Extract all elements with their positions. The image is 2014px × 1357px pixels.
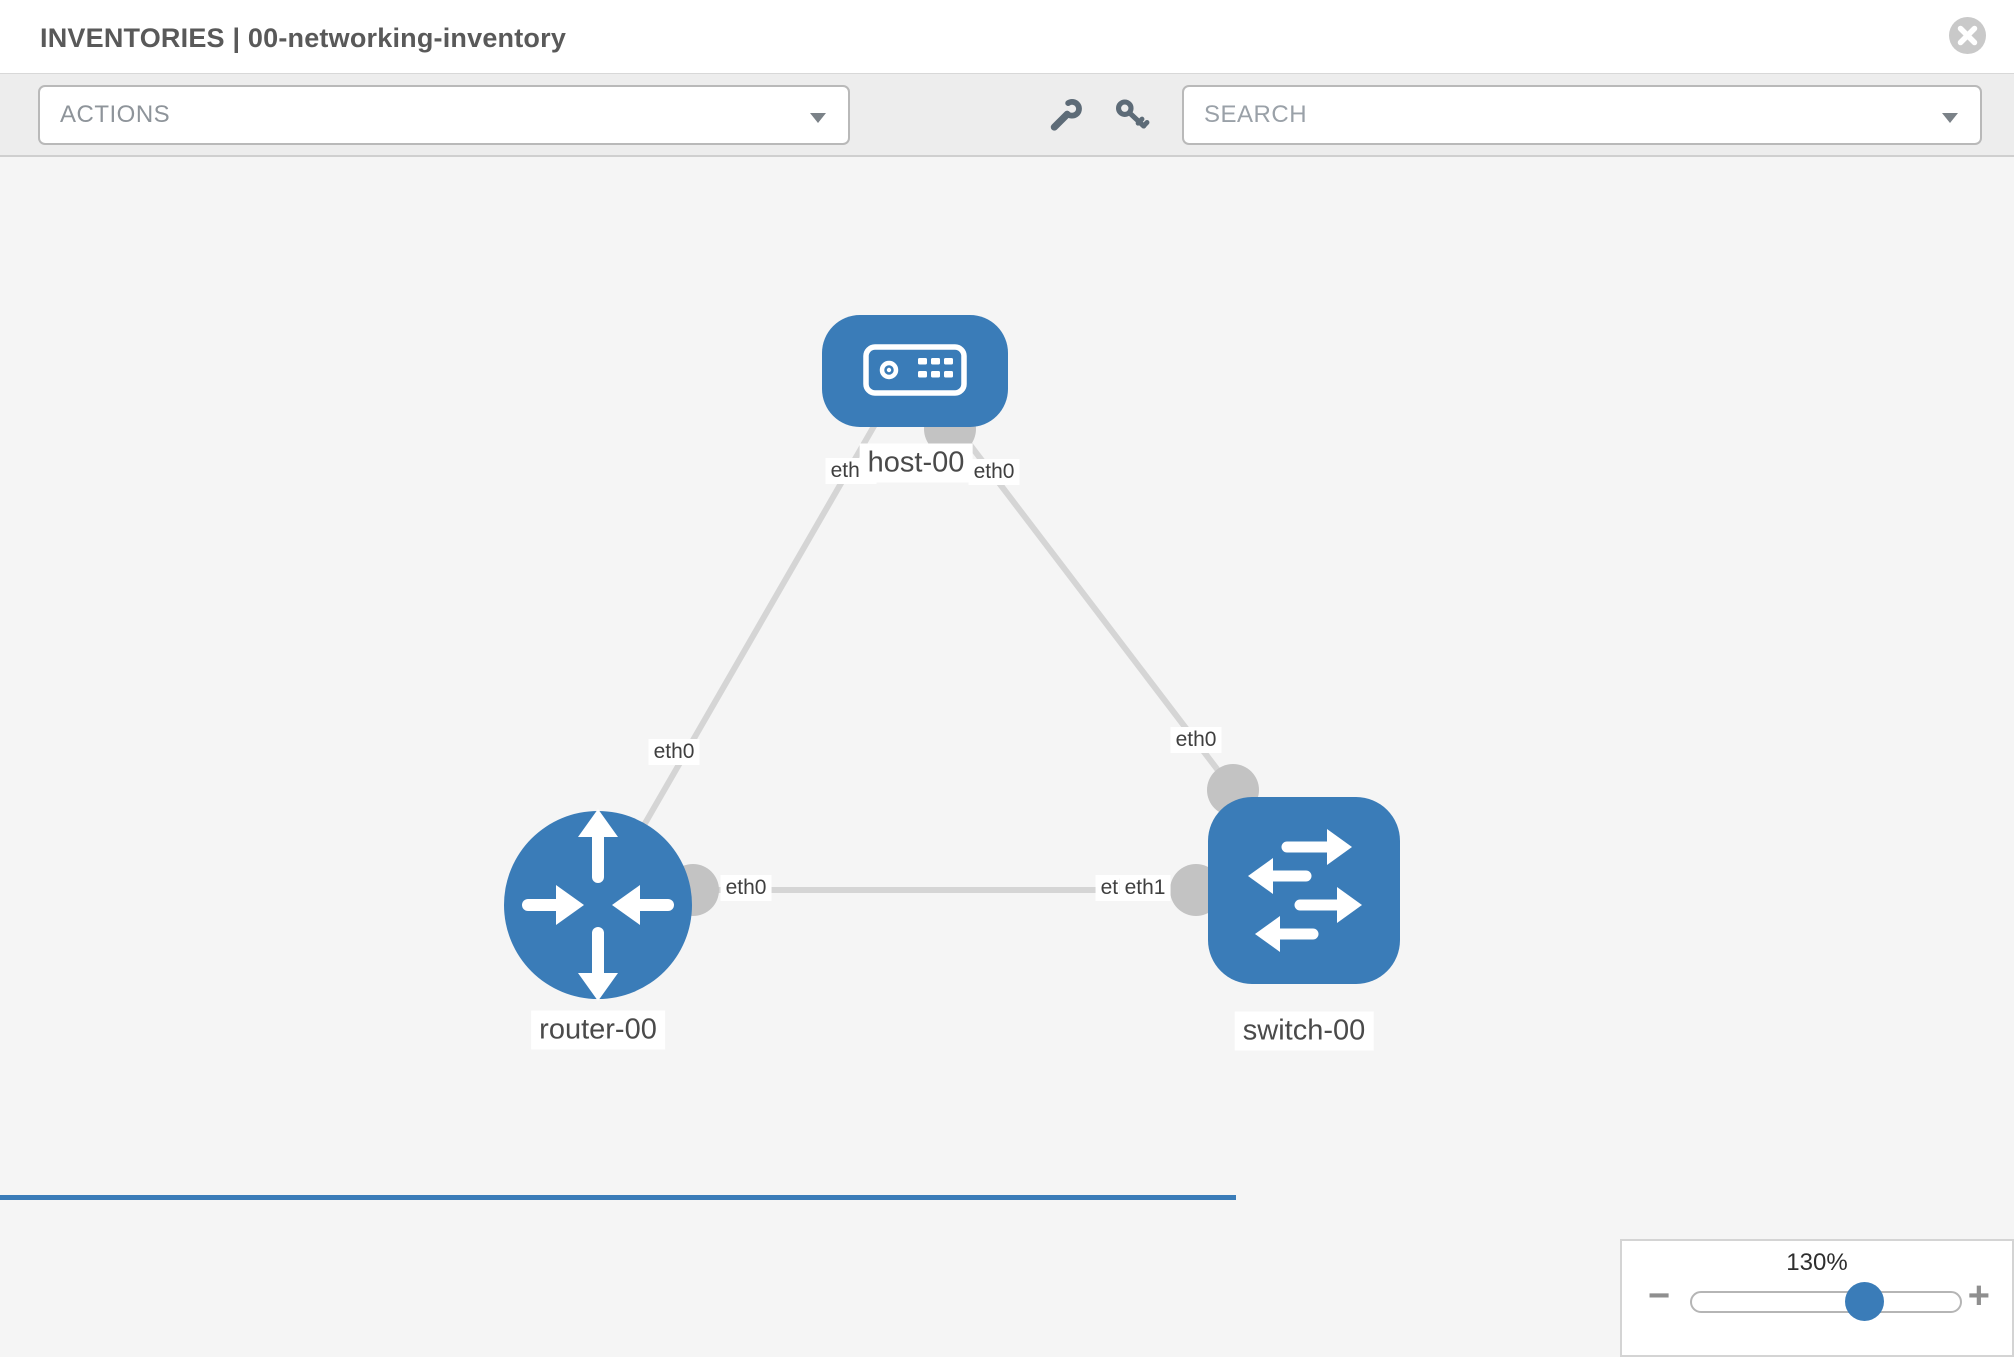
- actions-dropdown-label: ACTIONS: [60, 101, 171, 128]
- host-icon: [863, 344, 967, 396]
- node-router[interactable]: [504, 809, 692, 1001]
- link-host-router[interactable]: [595, 405, 888, 907]
- wrench-button[interactable]: [1046, 96, 1086, 136]
- port-label: eth0: [968, 459, 1020, 485]
- node-switch[interactable]: [1208, 797, 1400, 984]
- node-host[interactable]: [822, 315, 1008, 427]
- key-icon: [1116, 99, 1150, 129]
- node-label-switch: switch-00: [1234, 1011, 1374, 1051]
- key-button[interactable]: [1112, 96, 1152, 136]
- chevron-down-icon: [1942, 111, 1958, 129]
- actions-dropdown[interactable]: ACTIONS: [38, 85, 850, 145]
- port-label: eth0: [648, 739, 700, 765]
- router-icon: [522, 809, 674, 1001]
- port-label: eth0: [720, 875, 772, 901]
- zoom-slider[interactable]: [1690, 1282, 1962, 1321]
- switch-icon: [1248, 829, 1362, 952]
- zoom-level: 130%: [1786, 1249, 1848, 1276]
- node-label-router: router-00: [531, 1010, 665, 1050]
- page-title: INVENTORIES | 00-networking-inventory: [40, 23, 567, 53]
- zoom-out-button[interactable]: −: [1648, 1275, 1671, 1317]
- search-dropdown-label: SEARCH: [1204, 101, 1308, 128]
- search-dropdown[interactable]: SEARCH: [1182, 85, 1982, 145]
- topology-canvas[interactable]: eth0 eth0 eth0 eth0 eth0 eth0 eth1 host-…: [0, 157, 2014, 1357]
- toolbar: ACTIONS SEARCH: [0, 73, 2014, 157]
- bottom-accent-bar: [0, 1195, 1236, 1200]
- zoom-panel: 130% − +: [1620, 1239, 2014, 1357]
- wrench-icon: [1050, 99, 1082, 131]
- zoom-in-button[interactable]: +: [1967, 1275, 1990, 1317]
- close-button[interactable]: [1949, 17, 1986, 54]
- node-label-host: host-00: [859, 443, 973, 483]
- port-label: eth0: [1170, 727, 1222, 753]
- close-icon: [1957, 25, 1978, 46]
- page-header: INVENTORIES | 00-networking-inventory: [0, 0, 2014, 73]
- port-label: eth1: [1119, 875, 1171, 901]
- zoom-slider-thumb[interactable]: [1845, 1282, 1884, 1321]
- chevron-down-icon: [810, 111, 826, 129]
- topology-graph: [504, 315, 1400, 1001]
